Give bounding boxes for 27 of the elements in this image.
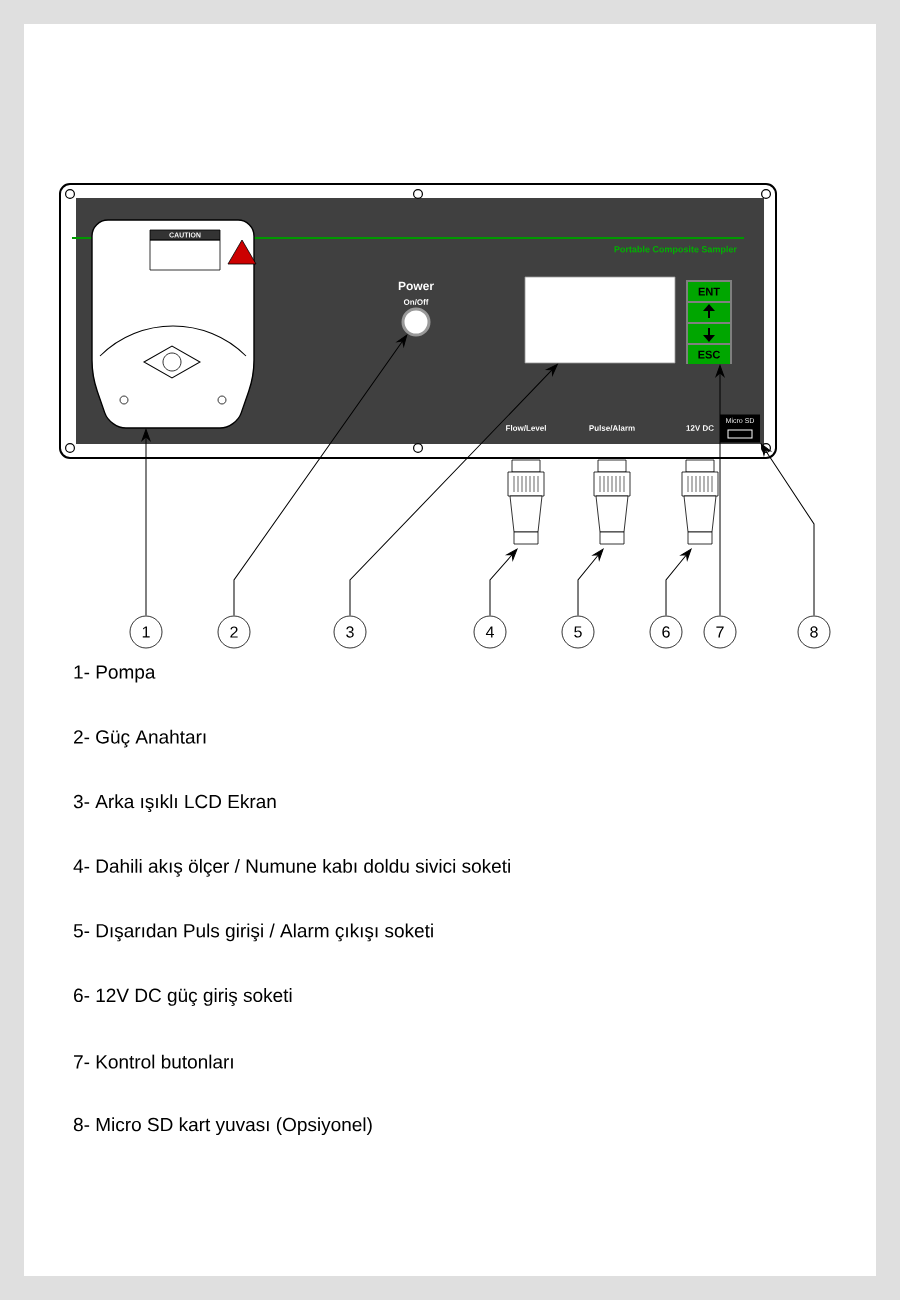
leader-line <box>349 363 558 617</box>
legend-item: 2- Güç Anahtarı <box>74 729 206 748</box>
leader-line <box>141 429 151 617</box>
callout-number: 2 <box>217 615 251 649</box>
leader-line <box>665 548 692 617</box>
callout-number: 4 <box>473 615 507 649</box>
callout-number: 7 <box>703 615 737 649</box>
callout-number: 1 <box>129 615 163 649</box>
leader-line <box>760 443 815 617</box>
leader-line <box>233 334 408 617</box>
connector-drawing <box>507 459 545 545</box>
legend-item: 5- Dışarıdan Puls girişi / Alarm çıkışı soketi <box>73 923 433 942</box>
callout-number: 5 <box>561 615 595 649</box>
legend-item: 8- Micro SD kart yuvası (Opsiyonel) <box>73 1117 372 1136</box>
leader-line <box>715 365 725 617</box>
leader-line <box>489 548 518 617</box>
connector-drawing <box>681 459 719 545</box>
connector-drawing <box>593 459 631 545</box>
callout-number: 3 <box>333 615 367 649</box>
legend-item: 7- Kontrol butonları <box>74 1054 233 1069</box>
callout-number: 8 <box>797 615 831 649</box>
legend-item: 4- Dahili akış ölçer / Numune kabı doldu sivici soketi <box>73 858 510 877</box>
lcd-screen <box>524 276 676 364</box>
leader-line <box>577 548 604 617</box>
callout-number: 6 <box>649 615 683 649</box>
legend-item: 3- Arka ışıklı LCD Ekran <box>73 794 276 813</box>
legend-item: 6- 12V DC güç giriş soketi <box>74 988 292 1006</box>
